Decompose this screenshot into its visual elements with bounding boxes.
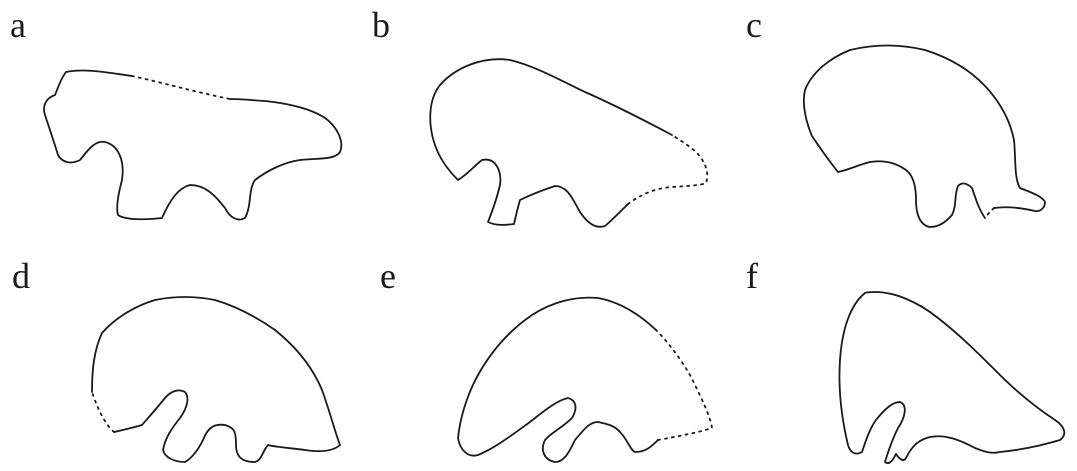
panel-label-c: c <box>746 5 762 45</box>
panel-label-b: b <box>372 5 390 45</box>
outline-e-dotted <box>655 329 713 441</box>
outline-c-solid <box>802 44 1046 228</box>
panel-label-d: d <box>12 256 30 296</box>
panel-f: f <box>746 256 1066 464</box>
panel-label-f: f <box>746 256 758 296</box>
outline-e-solid <box>457 296 659 463</box>
panel-b: b <box>372 5 709 228</box>
panel-c: c <box>746 5 1046 228</box>
panel-a: a <box>10 5 343 221</box>
outline-d-solid <box>91 296 341 463</box>
outline-a-solid <box>43 69 343 221</box>
outline-f-solid <box>838 291 1066 464</box>
outline-b-solid <box>429 58 673 228</box>
panel-label-a: a <box>10 5 26 45</box>
panel-label-e: e <box>380 256 396 296</box>
outline-d-dotted <box>91 391 115 433</box>
outline-c-dotted <box>984 207 995 219</box>
outline-b-dotted <box>627 134 709 205</box>
outline-a-dotted <box>131 75 231 100</box>
panel-e: e <box>380 256 713 463</box>
panel-d: d <box>12 256 341 463</box>
